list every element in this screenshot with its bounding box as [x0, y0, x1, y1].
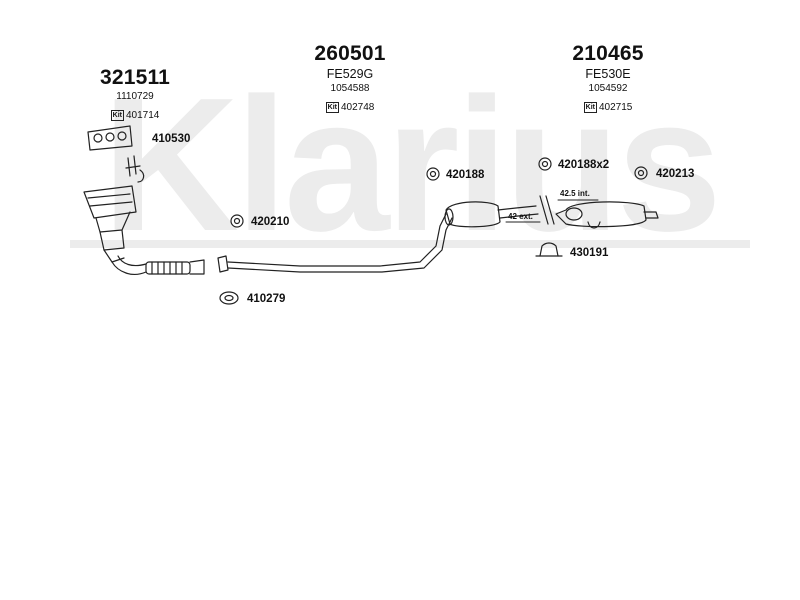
middle-silencer-icon	[444, 201, 539, 228]
manifold-catalyst-icon	[83, 185, 147, 275]
oe-number: 1054592	[588, 83, 628, 94]
rubber-mount-front-icon	[230, 214, 244, 228]
kit-number[interactable]: 401714	[125, 110, 160, 121]
oe-number: 1110729	[116, 91, 154, 102]
flex-pipe-icon	[145, 259, 205, 275]
annotation-inner-diameter: 42.5 int.	[560, 189, 590, 198]
rubber-mount-mid-icon	[426, 167, 440, 181]
rubber-mount-pair-icon	[538, 157, 552, 171]
label-430191[interactable]: 430191	[570, 247, 609, 259]
kit-number[interactable]: 402715	[598, 102, 633, 113]
rubber-mount-end-icon	[634, 166, 648, 180]
klarius-watermark: Klarius	[70, 80, 750, 260]
part-group-321511: 321511 1110729 Kit 401714	[90, 66, 180, 122]
annotation-outer-diameter: 42 ext.	[508, 212, 533, 221]
part-group-210465: 210465 FE530E 1054592 Kit 402715	[558, 42, 658, 114]
label-420210[interactable]: 420210	[251, 216, 290, 228]
watermark-underline	[70, 240, 750, 248]
label-420188x2[interactable]: 420188x2	[558, 159, 610, 171]
watermark-text: Klarius	[102, 80, 718, 260]
kit-row: Kit 401714	[110, 110, 160, 121]
kit-row: Kit 402748	[325, 102, 375, 113]
label-420213[interactable]: 420213	[656, 168, 695, 180]
seal-ring-icon	[219, 291, 239, 305]
kit-number[interactable]: 402748	[340, 102, 375, 113]
rear-silencer-icon	[555, 201, 659, 229]
front-pipe-icon	[217, 213, 453, 273]
product-code: FE529G	[326, 67, 374, 81]
joint-marks-icon	[539, 195, 555, 225]
part-number[interactable]: 260501	[314, 42, 386, 65]
part-number[interactable]: 321511	[99, 66, 171, 89]
kit-row: Kit 402715	[583, 102, 633, 113]
oe-number: 1054588	[330, 83, 370, 94]
label-410279[interactable]: 410279	[247, 293, 286, 305]
part-number[interactable]: 210465	[572, 42, 644, 65]
studs-icon	[125, 155, 145, 183]
kit-icon: Kit	[110, 110, 124, 121]
product-code: FE530E	[585, 67, 631, 81]
kit-icon: Kit	[583, 102, 597, 113]
label-410530[interactable]: 410530	[152, 133, 191, 145]
clamp-icon	[535, 242, 563, 257]
manifold-gasket-icon	[87, 125, 133, 151]
label-420188[interactable]: 420188	[446, 169, 485, 181]
part-group-260501: 260501 FE529G 1054588 Kit 402748	[300, 42, 400, 114]
kit-icon: Kit	[325, 102, 339, 113]
